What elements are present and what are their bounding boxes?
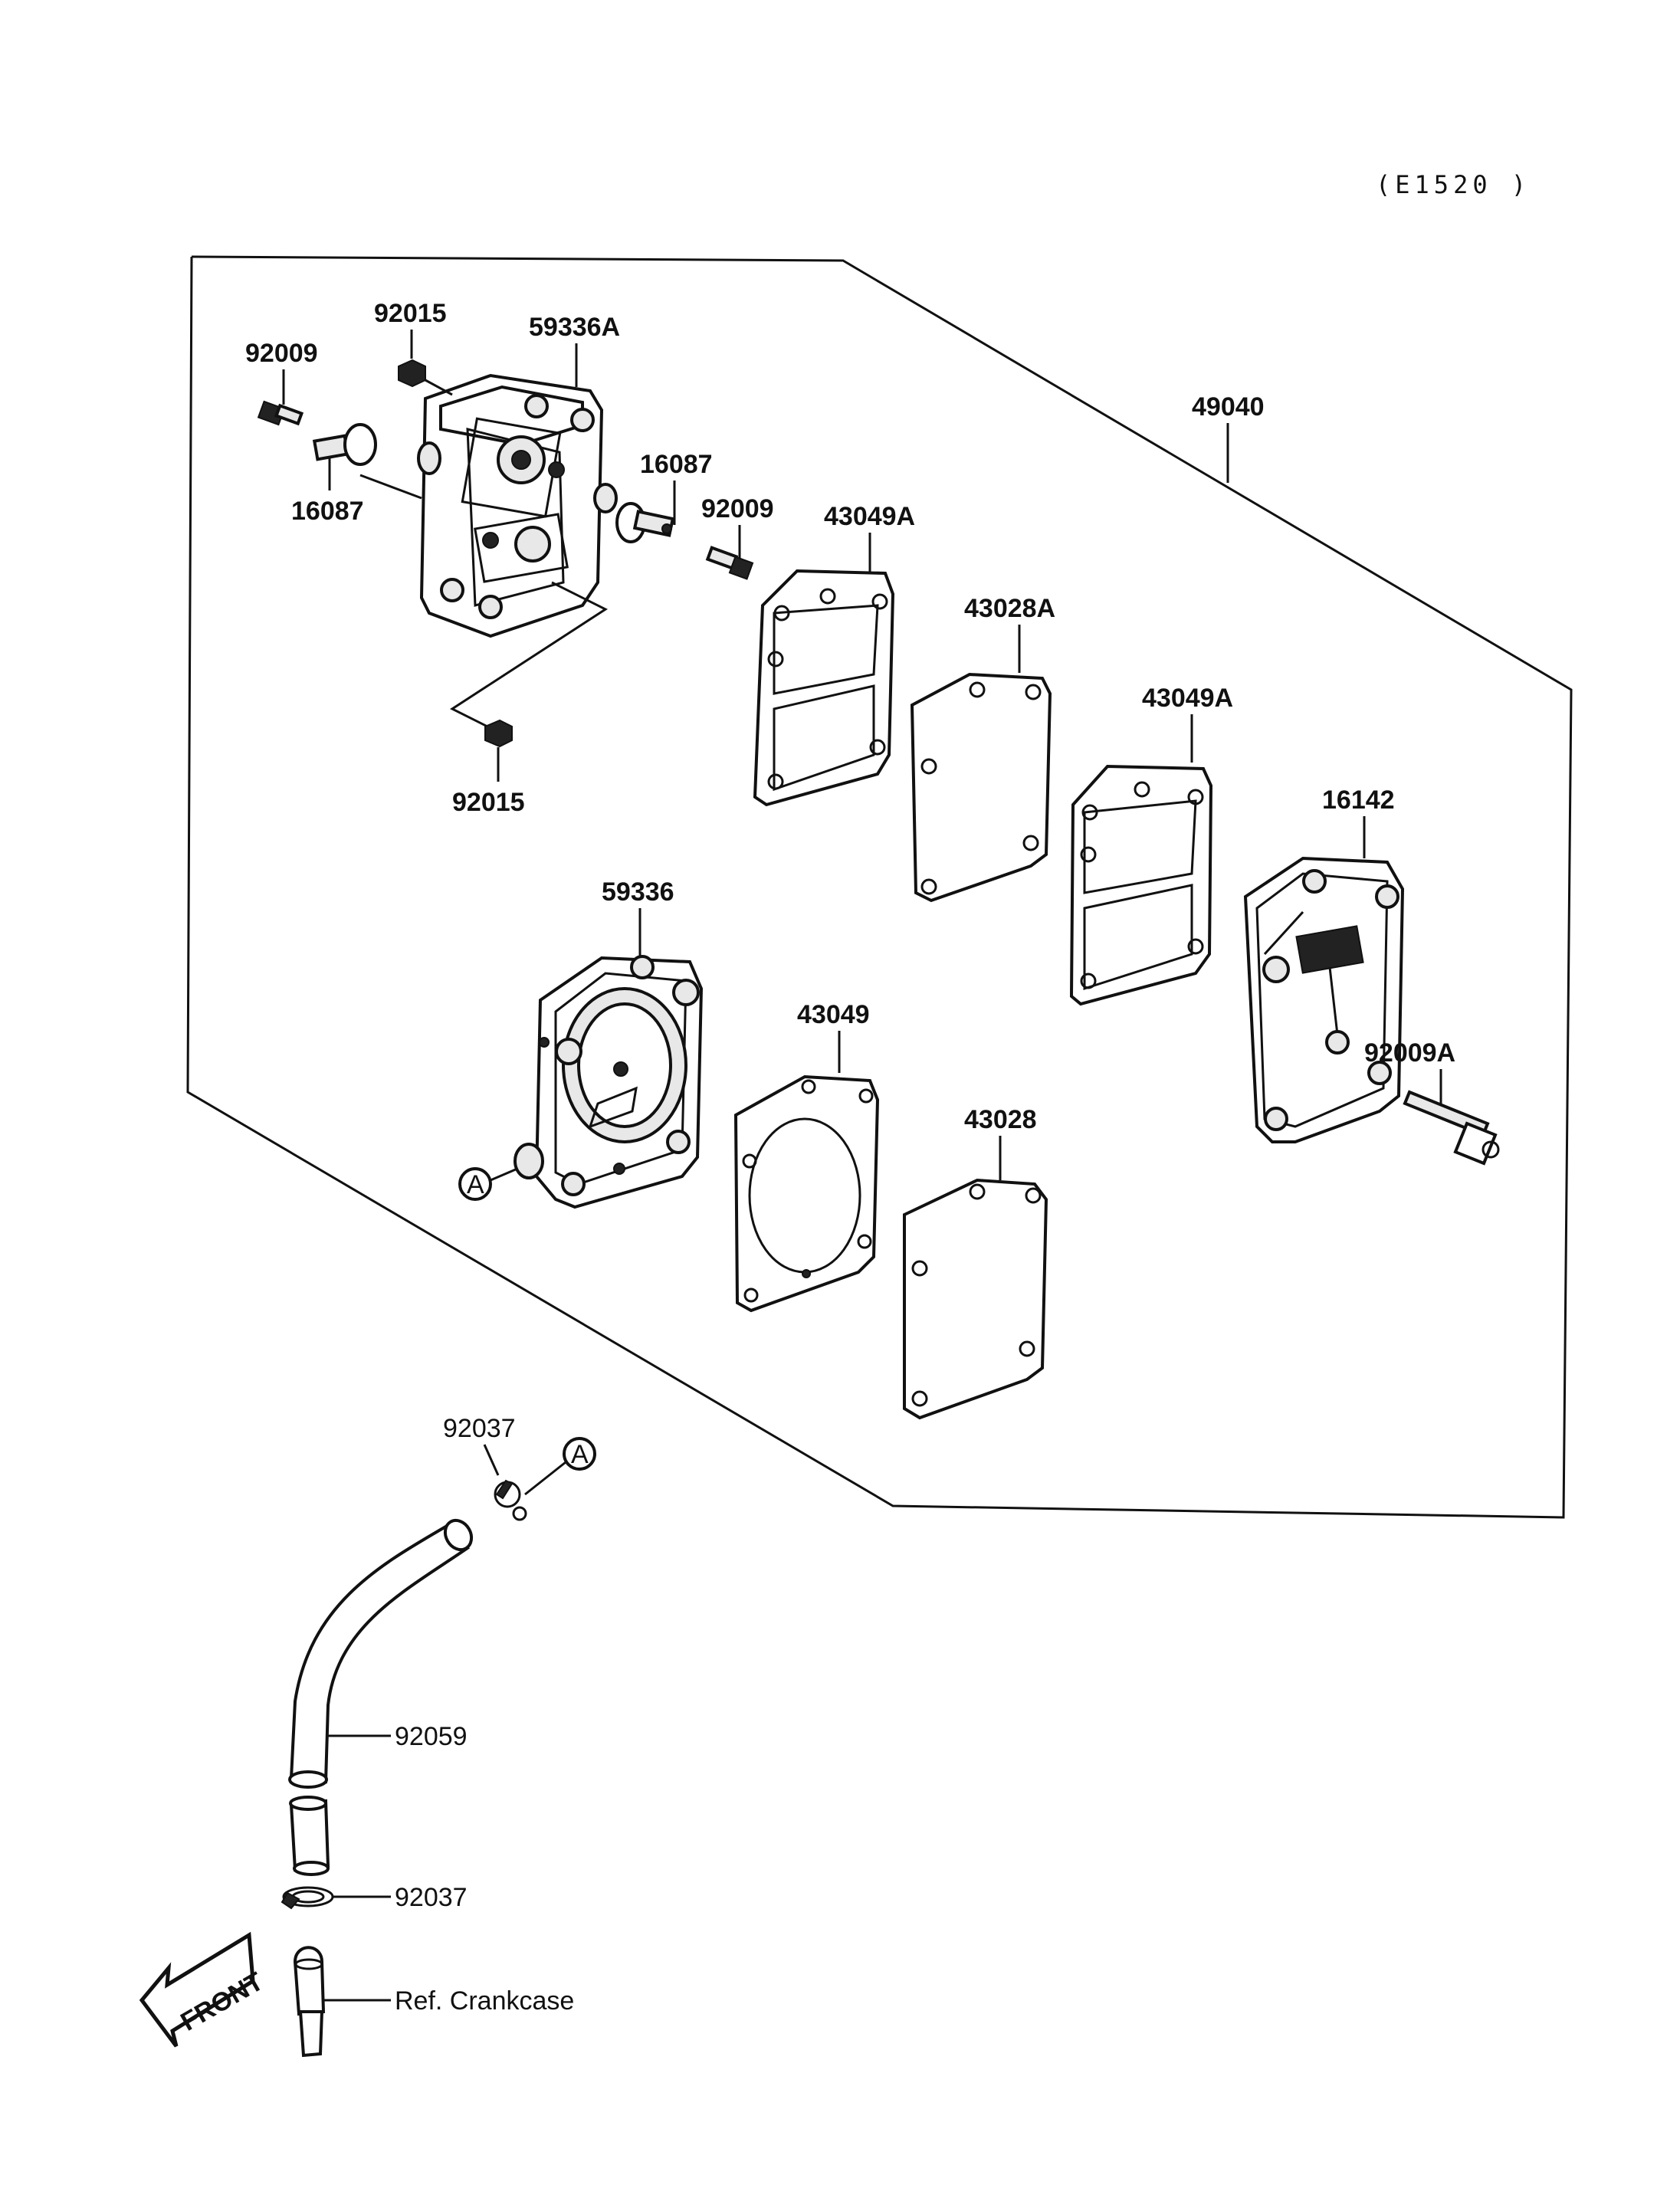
cover-16142	[1243, 856, 1405, 1143]
hose-92059	[288, 1518, 474, 1789]
pump-body-59336	[514, 955, 704, 1209]
label-92009-right: 92009	[701, 494, 774, 523]
diaphragm-43028A	[910, 672, 1052, 903]
label-ref-crankcase: Ref. Crankcase	[395, 1986, 574, 2016]
label-16142: 16142	[1322, 786, 1395, 815]
bolt-92009-right	[705, 546, 754, 580]
clamp-92037-top	[494, 1479, 527, 1521]
bolt-92009-left	[257, 400, 304, 426]
label-43028: 43028	[964, 1105, 1037, 1134]
callout-a-1-leader	[490, 1167, 518, 1182]
label-92015-top: 92015	[374, 299, 447, 328]
label-92009-left: 92009	[245, 339, 318, 368]
callout-a-2	[563, 1437, 596, 1471]
label-59336A: 59336A	[529, 313, 620, 342]
callout-a-1-label: A	[467, 1170, 484, 1199]
label-92037-bottom: 92037	[395, 1883, 468, 1912]
label-43049A-2: 43049A	[1142, 684, 1233, 713]
callout-a-2-leader	[524, 1461, 566, 1496]
clamp-92037-bottom	[281, 1886, 334, 1910]
bolt-92009A	[1403, 1090, 1500, 1166]
label-43049A-1: 43049A	[824, 502, 915, 531]
hose-sleeve	[289, 1796, 330, 1876]
fitting-16087-left	[312, 423, 377, 466]
label-92015-bottom: 92015	[452, 788, 525, 817]
assembly-boundary	[186, 255, 1573, 1519]
leader-92037-top	[483, 1444, 500, 1476]
gasket-43049	[733, 1074, 880, 1313]
leader-92015-bottom	[449, 581, 609, 730]
label-43049: 43049	[797, 1000, 870, 1029]
leader-92015-top-2	[425, 379, 453, 396]
diaphragm-43028	[903, 1178, 1048, 1420]
label-92009A: 92009A	[1364, 1038, 1455, 1068]
leader-16087-left-2	[359, 474, 422, 500]
label-92037-top: 92037	[443, 1414, 516, 1443]
gasket-43049A-1	[753, 569, 895, 807]
gasket-43049A-2	[1069, 764, 1213, 1006]
label-49040: 49040	[1192, 392, 1265, 422]
fitting-16087-right	[615, 502, 675, 543]
label-92059: 92059	[395, 1722, 468, 1751]
nut-92015-bottom	[484, 719, 513, 748]
pump-cover-59336A	[417, 373, 618, 638]
crankcase-fitting	[293, 1946, 326, 2058]
callout-a-1	[458, 1167, 492, 1201]
label-16087-left: 16087	[291, 497, 364, 526]
front-arrow-label: FRONT	[176, 1966, 269, 2037]
nut-92015-top	[398, 359, 426, 388]
label-43028A: 43028A	[964, 594, 1055, 623]
label-59336: 59336	[602, 877, 674, 907]
diagram-code: (E1520 )	[1376, 170, 1531, 199]
front-arrow-icon: FRONT	[139, 1931, 269, 2048]
callout-a-2-label: A	[571, 1440, 589, 1469]
label-16087-right: 16087	[640, 450, 713, 479]
